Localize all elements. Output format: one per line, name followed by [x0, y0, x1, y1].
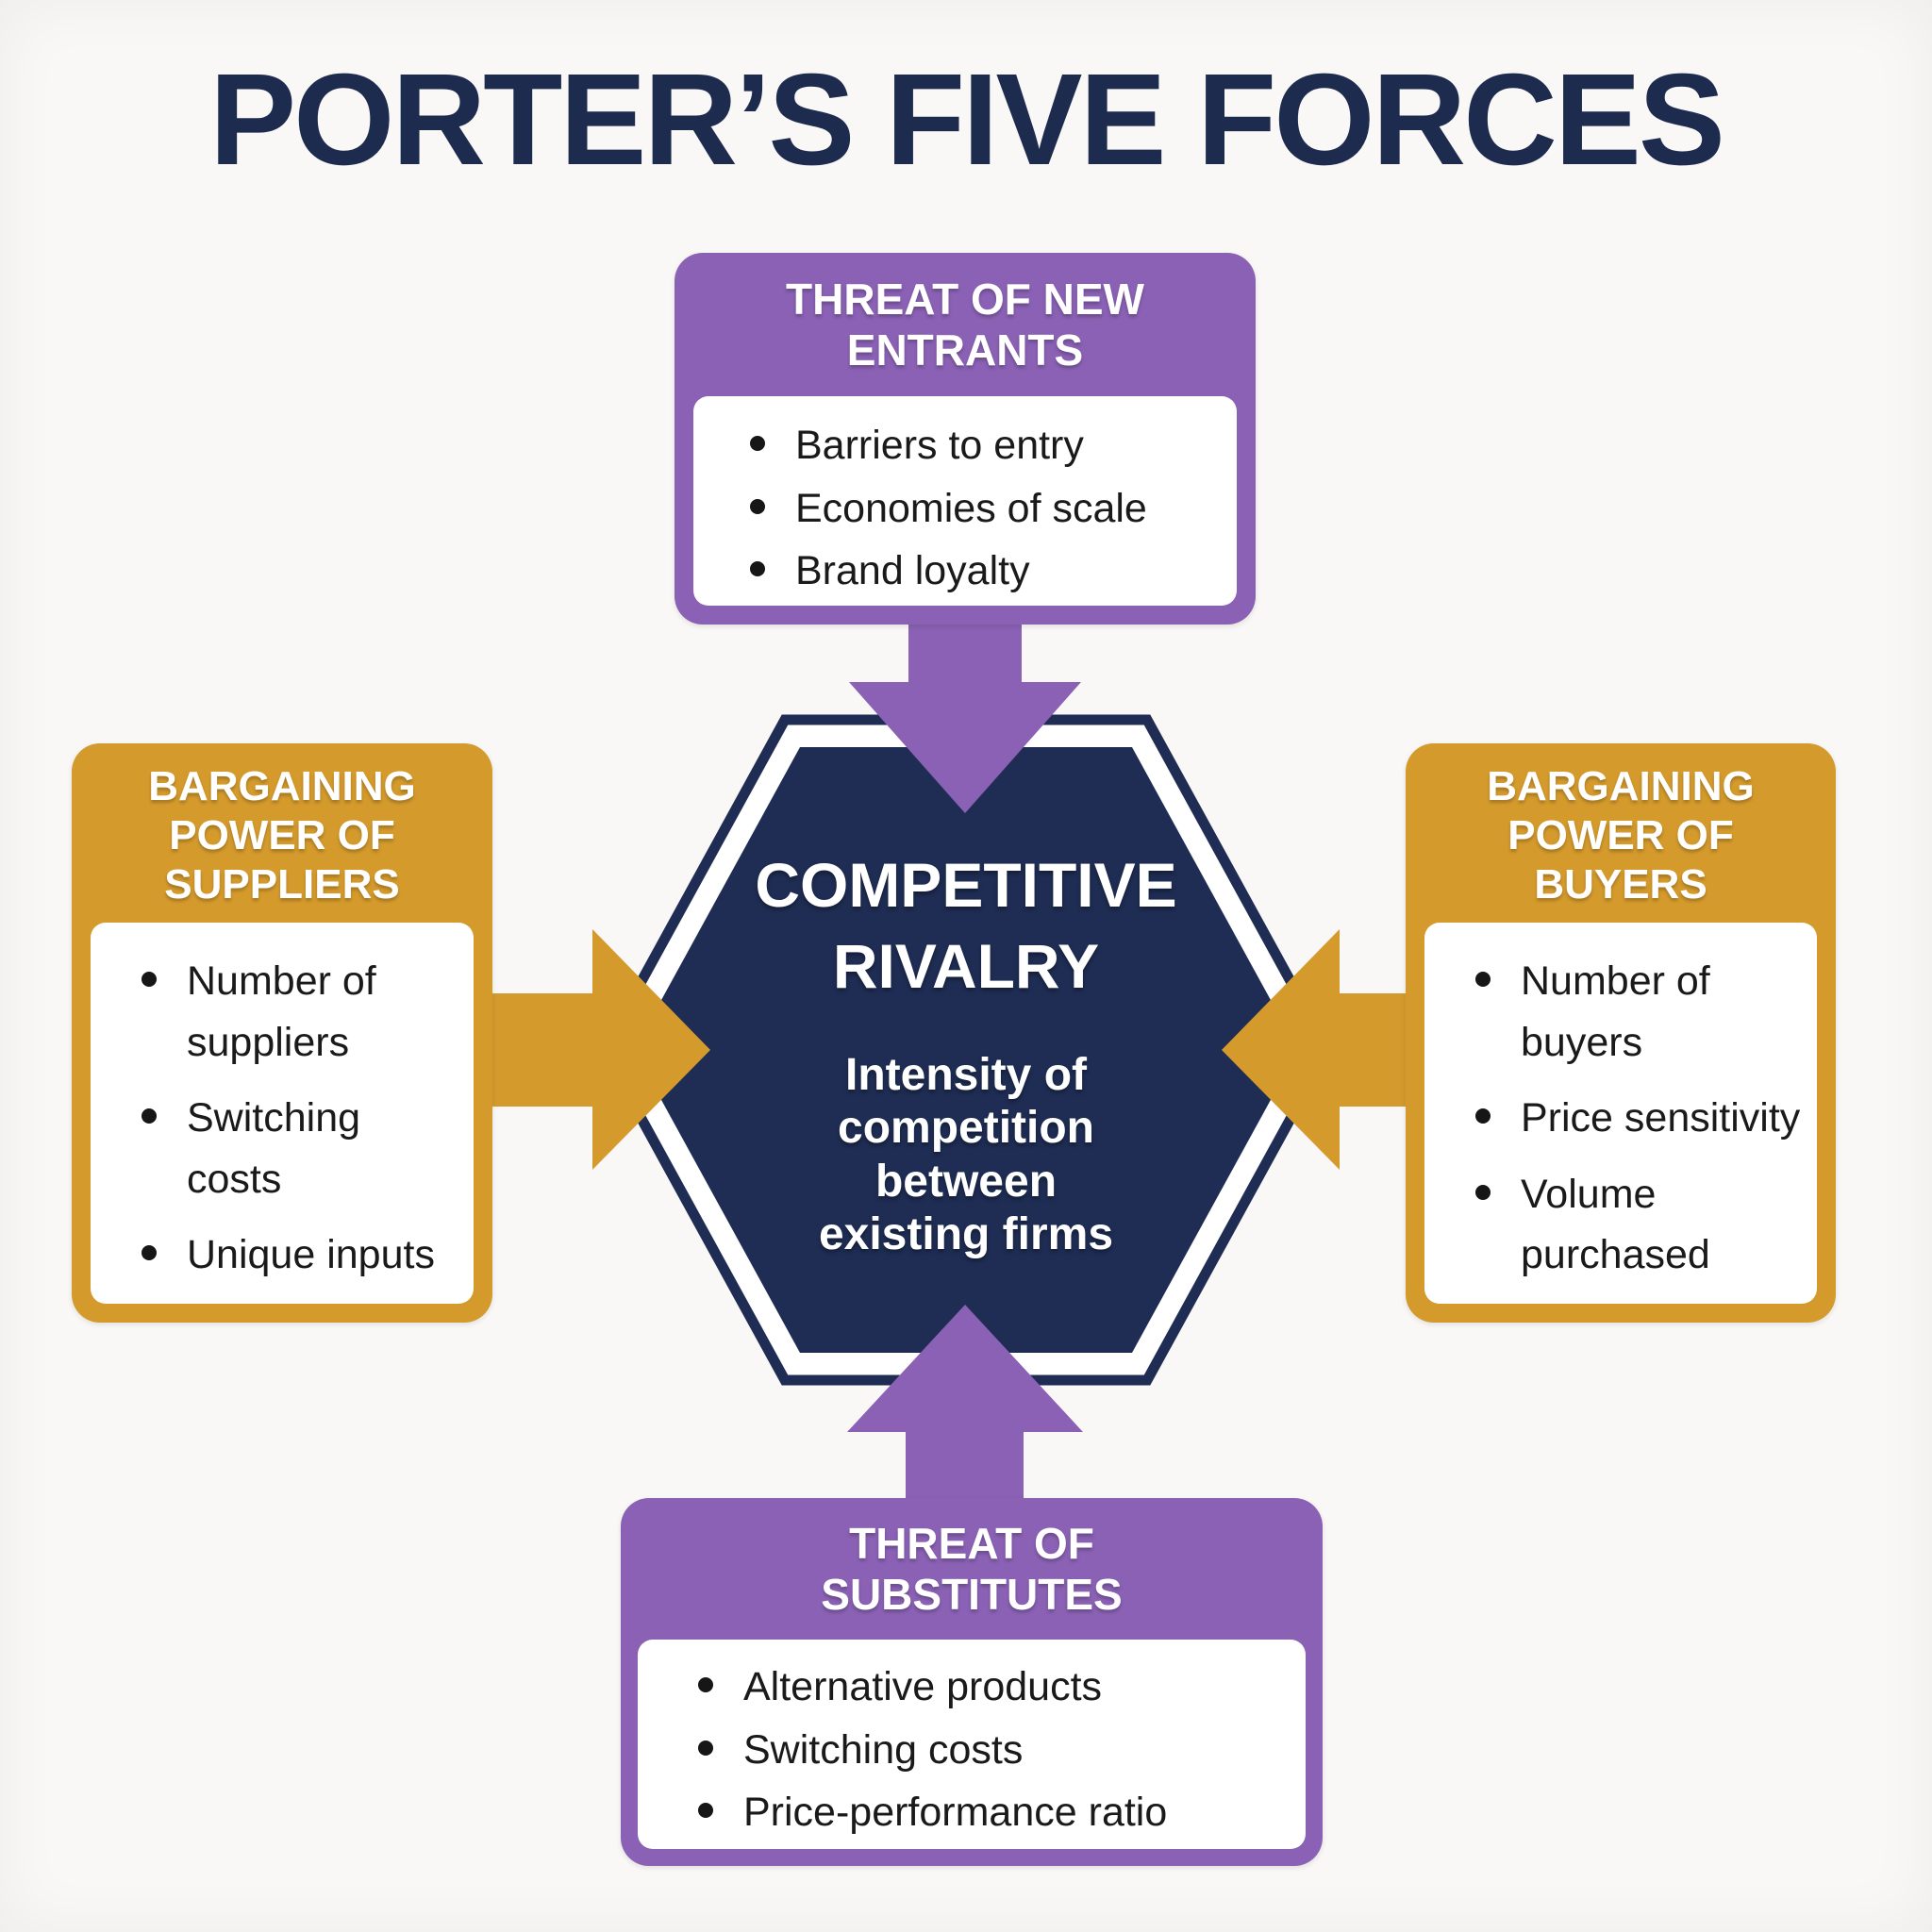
page-title: PORTER’S FIVE FORCES	[209, 47, 1725, 192]
force-item: Alternative products	[687, 1657, 1296, 1718]
force-item: Brand loyalty	[739, 541, 1227, 602]
force-body-suppliers: Number of suppliers Switching costs Uniq…	[91, 923, 474, 1304]
force-item: Switching costs	[687, 1720, 1296, 1781]
force-item: Number of buyers	[1464, 951, 1811, 1073]
competitive-rivalry-center: COMPETITIVE RIVALRY Intensity of competi…	[634, 755, 1298, 1353]
force-item: Economies of scale	[739, 478, 1227, 540]
center-description: Intensity of competition between existin…	[818, 1049, 1114, 1260]
force-item: Barriers to entry	[739, 415, 1227, 476]
arrow-down-icon	[849, 611, 1081, 813]
force-item: Price-performance ratio	[687, 1782, 1296, 1843]
force-body-buyers: Number of buyers Price sensitivity Volum…	[1424, 923, 1817, 1304]
force-box-suppliers: BARGAINING POWER OF SUPPLIERS Number of …	[72, 743, 492, 1323]
arrow-right-icon	[481, 929, 710, 1170]
center-heading: COMPETITIVE RIVALRY	[755, 849, 1177, 1001]
force-title-suppliers: BARGAINING POWER OF SUPPLIERS	[148, 763, 416, 908]
force-item: Price sensitivity	[1464, 1088, 1811, 1149]
force-box-new-entrants: THREAT OF NEW ENTRANTS Barriers to entry…	[675, 253, 1256, 625]
force-body-substitutes: Alternative products Switching costs Pri…	[638, 1640, 1306, 1849]
force-title-new-entrants: THREAT OF NEW ENTRANTS	[786, 274, 1144, 375]
force-title-buyers: BARGAINING POWER OF BUYERS	[1487, 763, 1755, 908]
force-item: Volume purchased	[1464, 1164, 1811, 1286]
hexagon	[634, 747, 1298, 1353]
force-title-substitutes: THREAT OF SUBSTITUTES	[821, 1518, 1123, 1619]
force-item: Switching costs	[130, 1088, 466, 1209]
force-box-substitutes: THREAT OF SUBSTITUTES Alternative produc…	[621, 1498, 1323, 1866]
arrow-up-icon	[847, 1305, 1083, 1509]
force-item: Number of suppliers	[130, 951, 466, 1073]
force-box-buyers: BARGAINING POWER OF BUYERS Number of buy…	[1406, 743, 1836, 1323]
arrow-left-icon	[1222, 929, 1415, 1170]
force-item: Unique inputs	[130, 1224, 466, 1286]
force-body-new-entrants: Barriers to entry Economies of scale Bra…	[693, 396, 1237, 606]
